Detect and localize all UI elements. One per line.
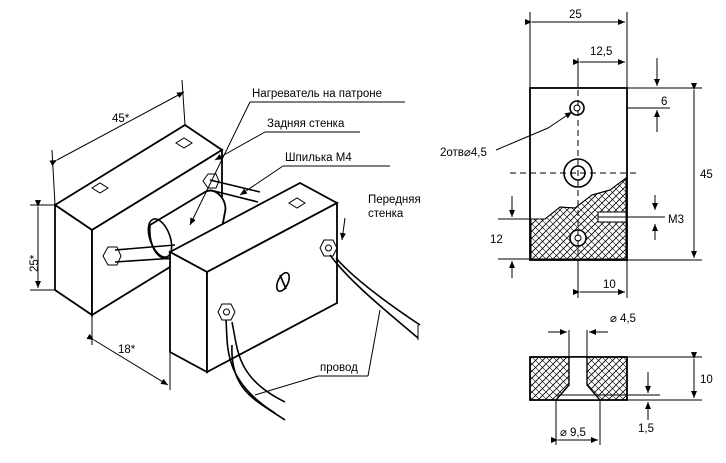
callout-heater: Нагреватель на патроне: [189, 88, 405, 226]
label-heater: Нагреватель на патроне: [252, 88, 382, 100]
dim-iso-length-text: 45*: [112, 113, 130, 125]
callout-front-wall: Передняя стенка: [339, 194, 421, 241]
dim-section-height: 10: [700, 374, 713, 386]
dim-iso-height: 25*: [29, 200, 55, 291]
label-back-wall: Задняя стенка: [267, 118, 345, 130]
callout-wire: провод: [254, 309, 381, 396]
dim-top-offset: 6: [661, 96, 667, 108]
dim-thread: М3: [668, 214, 684, 226]
dim-hatch-height: 12: [490, 234, 503, 246]
section-view: ⌀4,5 10 1,5 ⌀9,5: [529, 313, 713, 445]
dim-iso-depth: 18*: [86, 315, 171, 390]
dim-iso-height-text: 25*: [29, 254, 41, 272]
label-wire: провод: [320, 362, 358, 374]
dim-front-width: 25: [569, 9, 582, 21]
dim-iso-length: 45*: [49, 79, 186, 206]
callout-stud: Шпилька М4: [239, 152, 390, 196]
dim-countersink-depth: 1,5: [638, 423, 654, 435]
label-stud: Шпилька М4: [285, 152, 352, 164]
front-wall-block: [168, 181, 339, 374]
dim-countersink-dia: ⌀9,5: [560, 427, 586, 439]
stud-rods: [102, 173, 261, 266]
dim-holes-label: 2отв⌀4,5: [440, 147, 487, 159]
dim-hole-offset: 12,5: [590, 46, 612, 58]
wires: [225, 254, 421, 421]
label-front-wall-1: Передняя: [368, 194, 421, 206]
dim-total-height: 45: [700, 169, 713, 181]
isometric-view: 45* 25* 18* Нагреватель на патроне Задня…: [29, 79, 421, 421]
label-front-wall-2: стенка: [368, 208, 404, 220]
callout-back-wall: Задняя стенка: [214, 118, 360, 161]
terminal-nuts: [217, 239, 338, 321]
dim-section-hole-dia: ⌀4,5: [610, 313, 636, 325]
dim-iso-depth-text: 18*: [118, 344, 136, 356]
front-elevation: 25 12,5 6 45 2отв⌀4,5 М3 12 10: [440, 9, 713, 298]
dim-bottom-offset: 10: [603, 279, 616, 291]
